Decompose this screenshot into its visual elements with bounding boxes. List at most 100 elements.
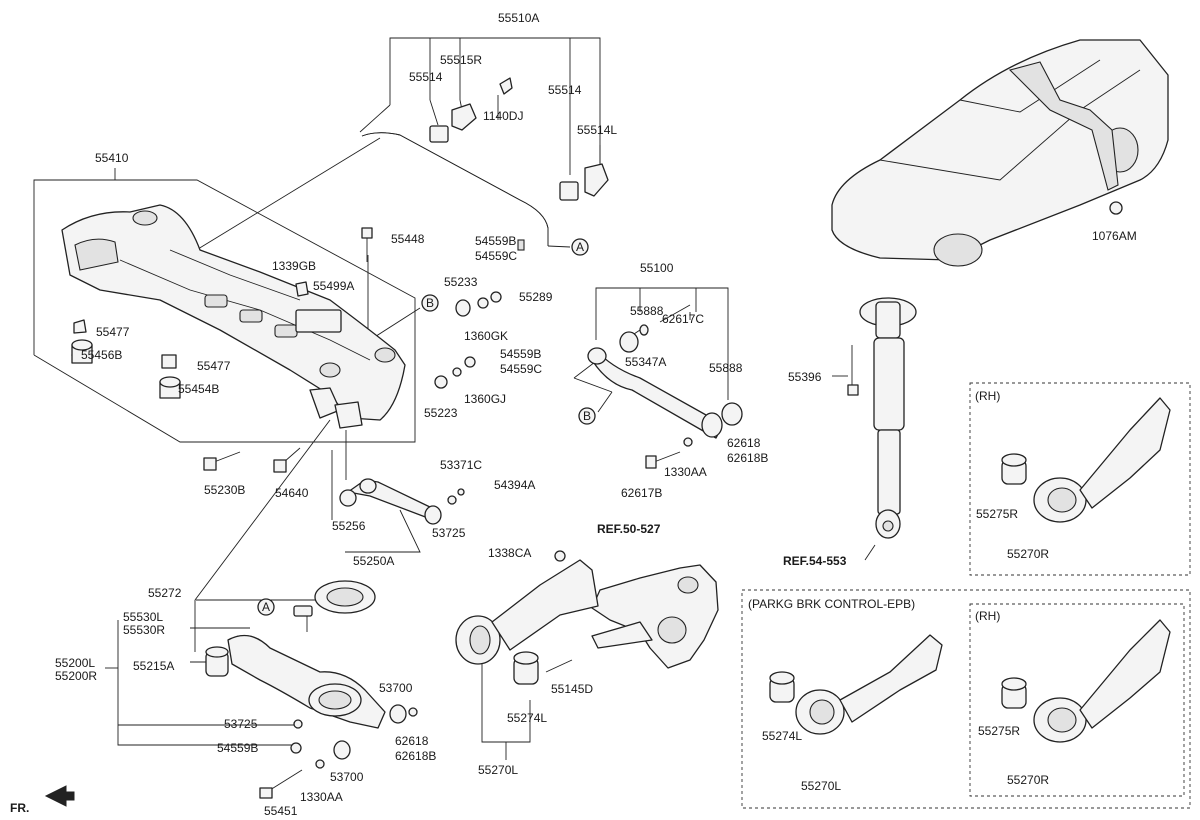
part-label: 54559B bbox=[475, 234, 516, 248]
part-label: 1076AM bbox=[1092, 229, 1137, 243]
trailing-arm-lh-epb bbox=[769, 634, 943, 735]
part-label: 1339GB bbox=[272, 259, 316, 273]
crossmember-subframe bbox=[61, 204, 406, 429]
part-label: 1360GJ bbox=[464, 392, 506, 406]
part-label: 55275R bbox=[978, 724, 1020, 738]
part-label: (RH) bbox=[975, 389, 1000, 403]
part-label: 53700 bbox=[379, 681, 413, 695]
part-label: 54559B bbox=[500, 347, 541, 361]
part-label: 62618 bbox=[727, 436, 761, 450]
knuckle-carrier bbox=[591, 564, 719, 669]
part-label: 1360GK bbox=[464, 329, 508, 343]
part-label: 53725 bbox=[224, 717, 258, 731]
stabilizer-bar bbox=[361, 77, 609, 251]
part-label: 54394A bbox=[494, 478, 535, 492]
part-label: 55233 bbox=[444, 275, 478, 289]
part-label: 55270R bbox=[1007, 547, 1049, 561]
part-label: 55200L bbox=[55, 656, 95, 670]
lower-control-arm bbox=[205, 580, 418, 799]
part-label: 55499A bbox=[313, 279, 354, 293]
part-label: 55477 bbox=[197, 359, 231, 373]
part-label: REF.54-553 bbox=[783, 554, 847, 568]
part-label: 55270L bbox=[801, 779, 841, 793]
part-label: 53725 bbox=[432, 526, 466, 540]
part-number-labels: 55510A 55515R 55514 55514 1140DJ 55514L 55410 5… bbox=[55, 11, 1137, 818]
front-direction-marker: FR. bbox=[10, 785, 75, 815]
upper-control-arm bbox=[587, 304, 743, 469]
trailing-arm-rh bbox=[1001, 397, 1171, 523]
vehicle-illustration bbox=[831, 39, 1169, 267]
part-label: 55530R bbox=[123, 623, 165, 637]
callout-b-1: B bbox=[421, 294, 439, 312]
part-label: 62617B bbox=[621, 486, 662, 500]
part-label: 55396 bbox=[788, 370, 822, 384]
part-label: 55477 bbox=[96, 325, 130, 339]
part-label: 55514L bbox=[577, 123, 617, 137]
trailing-arm-rh-epb bbox=[1001, 619, 1171, 743]
epb-rh-variant-box bbox=[969, 603, 1185, 797]
part-label: 55274L bbox=[507, 711, 547, 725]
part-label: 55256 bbox=[332, 519, 366, 533]
part-label: 55230B bbox=[204, 483, 245, 497]
part-label: 62618 bbox=[395, 734, 429, 748]
part-label: 55100 bbox=[640, 261, 674, 275]
part-label: 55888 bbox=[630, 304, 664, 318]
part-label: 55347A bbox=[625, 355, 666, 369]
part-label: 55410 bbox=[95, 151, 129, 165]
part-label: 54559C bbox=[475, 249, 517, 263]
part-label: 1330AA bbox=[300, 790, 343, 804]
epb-variant-box bbox=[741, 589, 1191, 809]
subframe-bushings bbox=[71, 319, 181, 399]
part-label: 54559B bbox=[217, 741, 258, 755]
shock-absorber bbox=[859, 297, 917, 539]
callout-letter: B bbox=[583, 409, 591, 423]
part-label: 55274L bbox=[762, 729, 802, 743]
part-label: (PARKG BRK CONTROL-EPB) bbox=[748, 597, 915, 611]
part-label: 55223 bbox=[424, 406, 458, 420]
part-label: (RH) bbox=[975, 609, 1000, 623]
part-label: 55270L bbox=[478, 763, 518, 777]
callout-letter: A bbox=[262, 600, 270, 614]
part-label: 53700 bbox=[330, 770, 364, 784]
assist-link bbox=[339, 478, 465, 525]
part-label: 55514 bbox=[409, 70, 443, 84]
part-label: 1140DJ bbox=[483, 109, 523, 123]
part-label: 55454B bbox=[178, 382, 219, 396]
fasteners bbox=[203, 227, 859, 562]
part-label: 55270R bbox=[1007, 773, 1049, 787]
callout-letter: A bbox=[576, 240, 584, 254]
part-label: 55200R bbox=[55, 669, 97, 683]
part-label: 55145D bbox=[551, 682, 593, 696]
part-label: 1330AA bbox=[664, 465, 707, 479]
trailing-arm-lh bbox=[455, 559, 599, 685]
part-label: 55250A bbox=[353, 554, 394, 568]
callout-b-2: B bbox=[578, 407, 596, 425]
part-label: 55275R bbox=[976, 507, 1018, 521]
callout-a-2: A bbox=[257, 598, 275, 616]
part-label: 54640 bbox=[275, 486, 309, 500]
part-label: 55515R bbox=[440, 53, 482, 67]
part-label: 55530L bbox=[123, 610, 163, 624]
part-label: 1338CA bbox=[488, 546, 531, 560]
part-label: 55215A bbox=[133, 659, 174, 673]
part-label: 55888 bbox=[709, 361, 743, 375]
part-label: 55448 bbox=[391, 232, 425, 246]
front-direction-label: FR. bbox=[10, 801, 29, 815]
part-label: 55272 bbox=[148, 586, 182, 600]
leader-lines bbox=[33, 37, 876, 760]
part-label: REF.50-527 bbox=[597, 522, 661, 536]
part-label: 62618B bbox=[395, 749, 436, 763]
part-label: 55456B bbox=[81, 348, 122, 362]
rh-variant-box bbox=[969, 382, 1191, 576]
part-label: 55451 bbox=[264, 804, 298, 818]
callout-a-1: A bbox=[571, 238, 589, 256]
part-label: 55510A bbox=[498, 11, 539, 25]
part-label: 62618B bbox=[727, 451, 768, 465]
part-label: 55514 bbox=[548, 83, 582, 97]
part-label: 55289 bbox=[519, 290, 553, 304]
part-label: 62617C bbox=[662, 312, 704, 326]
part-label: 53371C bbox=[440, 458, 482, 472]
part-label: 54559C bbox=[500, 362, 542, 376]
callout-letter: B bbox=[426, 296, 434, 310]
